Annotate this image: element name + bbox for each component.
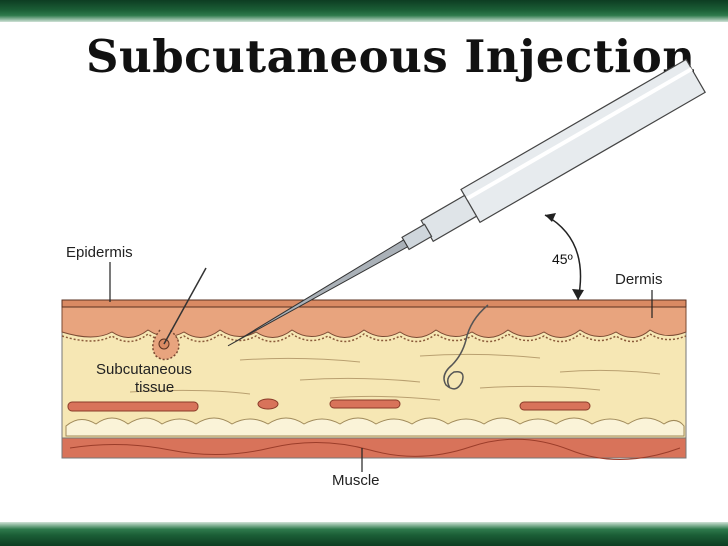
- epidermis-layer: [62, 300, 686, 307]
- dermis-label: Dermis: [615, 271, 663, 288]
- angle-label: 45º: [552, 251, 573, 267]
- muscle-label: Muscle: [332, 472, 380, 489]
- bottom-decorative-band: [0, 522, 728, 546]
- muscle-layer: [62, 438, 686, 458]
- blood-vessel: [258, 399, 278, 409]
- subcutaneous-label-line1: Subcutaneous: [96, 361, 192, 378]
- epidermis-label: Epidermis: [66, 244, 133, 261]
- dermis-layer: [62, 306, 686, 338]
- blood-vessel: [330, 400, 400, 408]
- syringe-barrel-shine: [467, 69, 692, 199]
- arc-arrowhead-bottom: [572, 289, 584, 300]
- blood-vessel: [68, 402, 198, 411]
- blood-vessel: [520, 402, 590, 410]
- subcutaneous-label-line2: tissue: [135, 379, 174, 396]
